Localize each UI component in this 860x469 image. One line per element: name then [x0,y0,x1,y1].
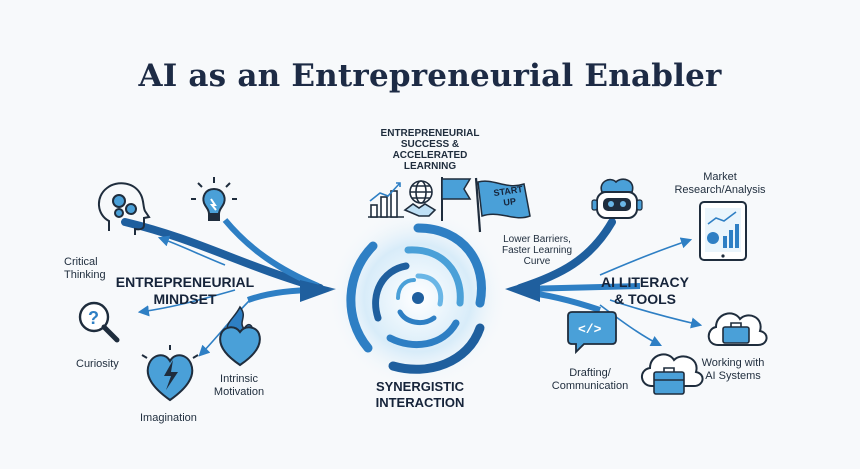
magnifier-question-icon: ? [78,301,120,343]
ai-literacy-heading: AI LITERACY & TOOLS [601,274,689,307]
right-input-arrows [505,218,641,313]
market-research-label: Market Research/Analysis [674,171,766,196]
cloud-briefcase-icon [707,312,768,346]
success-label: ENTREPRENEURIAL SUCCESS & ACCELERATED LE… [380,128,480,172]
heart-flame-icon [219,305,261,367]
globe-handshake-icon [403,180,437,217]
synergistic-label: SYNERGISTIC INTERACTION [375,379,465,410]
critical-thinking-label: Critical Thinking [64,256,106,281]
startup-flag-icon [474,177,531,233]
curiosity-label: Curiosity [76,358,119,370]
swirl-icon [328,208,508,388]
cloud-box-icon [641,353,704,395]
bar-chart-icon [368,182,404,218]
entrepreneurial-mindset-heading: ENTREPRENEURIAL MINDSET [115,274,255,307]
svg-text:</>: </> [578,322,602,337]
svg-text:?: ? [88,308,99,328]
imagination-label: Imagination [140,412,197,424]
barrier-label: Lower Barriers, Faster Learning Curve [501,234,573,267]
head-gears-icon [98,182,151,235]
page-title: AI as an Entrepreneurial Enabler [138,58,722,94]
right-branch-arrows [599,237,703,347]
lightbulb-icon [191,177,237,221]
code-bubble-icon: </> [567,311,617,355]
left-input-arrows [121,218,336,303]
intrinsic-motivation-label: Intrinsic Motivation [213,373,265,398]
heart-bolt-icon [141,345,199,402]
flag-icon [441,177,472,221]
tablet-chart-icon [699,201,747,261]
working-with-ai-label: Working with AI Systems [701,357,765,382]
drafting-label: Drafting/ Communication [551,367,629,392]
robot-brain-icon [591,178,643,219]
